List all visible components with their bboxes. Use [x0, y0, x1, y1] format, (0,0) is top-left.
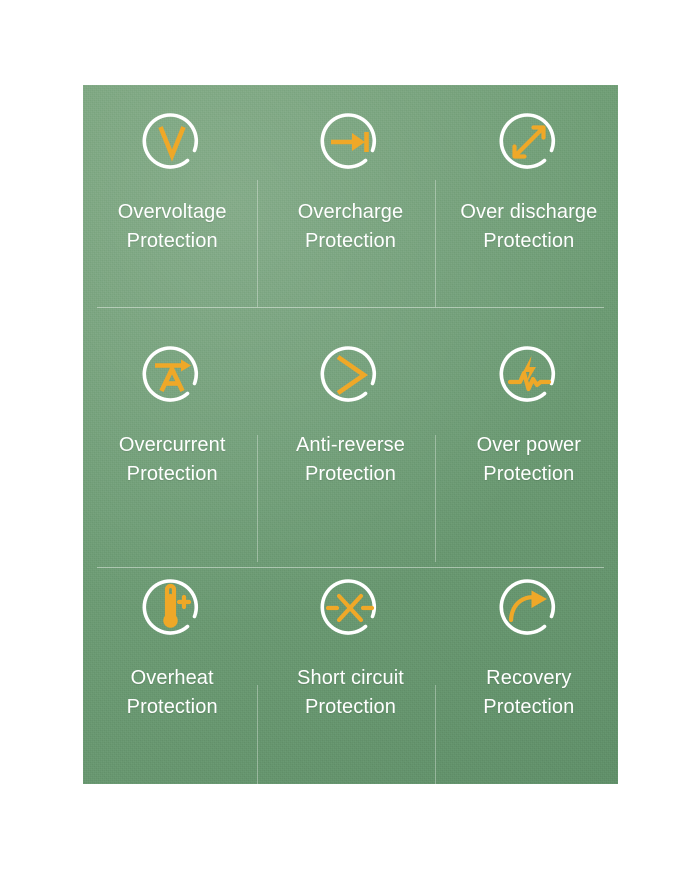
- feature-label: Over discharge Protection: [460, 201, 598, 252]
- pulse-lightning-icon: [493, 339, 565, 411]
- ampere-a-arrow-icon: [136, 339, 208, 411]
- feature-label: Overcurrent Protection: [118, 434, 226, 485]
- broken-circuit-x-icon: [314, 572, 386, 644]
- chevron-right-icon: [314, 339, 386, 411]
- feature-label: Short circuit Protection: [297, 667, 404, 718]
- feature-cell-overcharge: Overcharge Protection: [261, 85, 439, 318]
- feature-label: Anti-reverse Protection: [295, 434, 405, 485]
- feature-label: Overvoltage Protection: [117, 201, 227, 252]
- feature-cell-anti-reverse: Anti-reverse Protection: [261, 318, 439, 551]
- double-diagonal-arrow-icon: [493, 106, 565, 178]
- feature-label: Recovery Protection: [483, 667, 575, 718]
- protection-features-panel: Overvoltage Protection Overcharge Protec…: [83, 85, 618, 784]
- curved-arrow-refresh-icon: [493, 572, 565, 644]
- feature-label: Over power Protection: [476, 434, 581, 485]
- feature-cell-overcurrent: Overcurrent Protection: [83, 318, 261, 551]
- arrow-into-bar-icon: [314, 106, 386, 178]
- thermometer-plus-icon: [136, 572, 208, 644]
- feature-label: Overcharge Protection: [297, 201, 404, 252]
- feature-cell-overvoltage: Overvoltage Protection: [83, 85, 261, 318]
- feature-cell-overheat: Overheat Protection: [83, 551, 261, 784]
- voltage-v-icon: [136, 106, 208, 178]
- feature-cell-short-circuit: Short circuit Protection: [261, 551, 439, 784]
- feature-cell-over-discharge: Over discharge Protection: [440, 85, 618, 318]
- features-grid: Overvoltage Protection Overcharge Protec…: [83, 85, 618, 784]
- feature-label: Overheat Protection: [126, 667, 218, 718]
- feature-cell-over-power: Over power Protection: [440, 318, 618, 551]
- feature-cell-recovery: Recovery Protection: [440, 551, 618, 784]
